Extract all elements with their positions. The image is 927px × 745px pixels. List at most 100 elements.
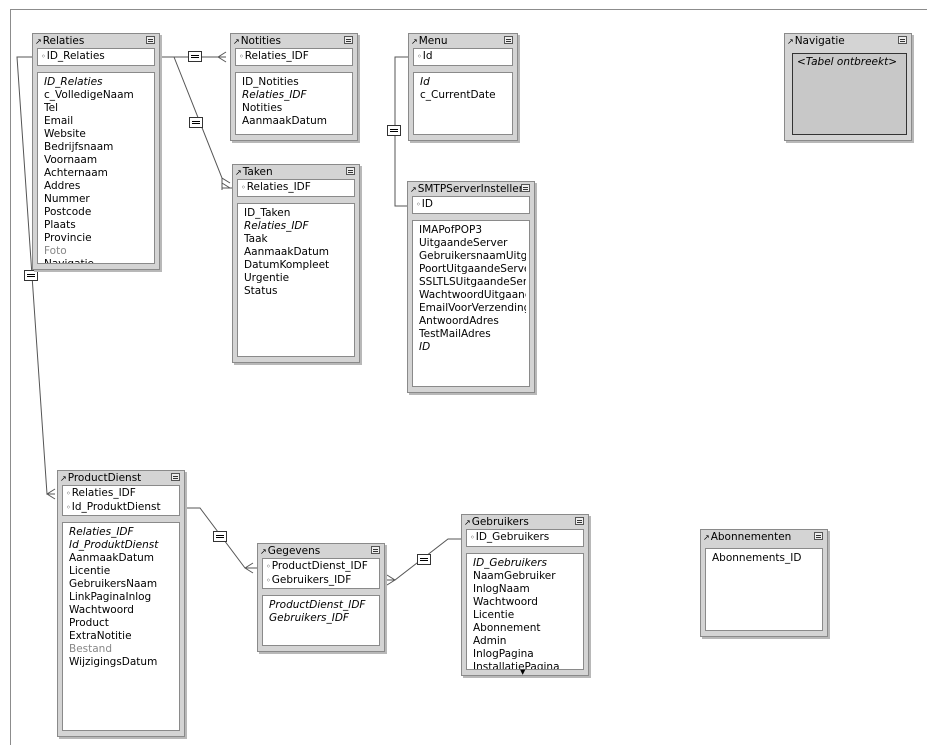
field-row[interactable]: Nummer [44,193,90,205]
table-gebruikers[interactable]: ↗GebruikersID_GebruikersID_GebruikersNaa… [461,514,589,676]
field-row[interactable]: Postcode [44,206,92,218]
field-row[interactable]: Provincie [44,232,92,244]
relationship-operator-equals[interactable] [417,554,431,565]
relationship-operator-equals[interactable] [387,125,401,136]
table-smtpserverinstellen[interactable]: ↗SMTPServerInstellenID IMAPofPOP3Uitgaand… [407,181,535,393]
field-row[interactable]: Website [44,128,86,140]
key-field[interactable]: ID_Gebruikers [470,531,580,545]
table-menu-icon[interactable] [575,517,584,525]
field-row[interactable]: ProductDienst_IDF [269,599,366,611]
table-menu-icon[interactable] [898,36,907,44]
field-row[interactable]: Abonnement [473,622,541,634]
field-row[interactable]: Licentie [69,565,111,577]
table-productdienst[interactable]: ↗ProductDienstRelaties_IDFId_ProduktDien… [57,470,185,737]
field-row[interactable]: ID_Notities [242,76,299,88]
relationship-operator-equals[interactable] [188,51,202,62]
field-row[interactable]: ID_Gebruikers [473,557,547,569]
table-menu-icon[interactable] [521,184,530,192]
field-row[interactable]: Relaties_IDF [242,89,307,101]
table-menu-icon[interactable] [814,532,823,540]
field-row[interactable]: Achternaam [44,167,108,179]
field-row[interactable]: Relaties_IDF [69,526,134,538]
key-field[interactable]: Relaties_IDF [239,50,349,64]
table-menu-icon[interactable] [371,546,380,554]
field-row[interactable]: Plaats [44,219,76,231]
key-field[interactable]: Id [417,50,509,64]
field-row[interactable]: Abonnements_ID [712,552,802,564]
field-row[interactable]: GebruikersNaam [69,578,158,590]
field-list[interactable]: Abonnements_ID [705,548,823,631]
field-row[interactable]: Id [420,76,430,88]
field-row[interactable]: Wachtwoord [473,596,538,608]
field-row[interactable]: Wachtwoord [69,604,134,616]
field-row[interactable]: Navigatie [44,258,95,264]
scroll-down-icon[interactable]: ▼ [520,668,526,676]
table-notities[interactable]: ↗NotitiesRelaties_IDFID_NotitiesRelaties… [230,33,358,141]
field-row[interactable]: Product [69,617,109,629]
table-title-bar[interactable]: ↗Taken [233,165,359,179]
field-row[interactable]: Admin [473,635,507,647]
table-menu-icon[interactable] [344,36,353,44]
table-relaties[interactable]: ↗RelatiesID_RelatiesID_Relatiesc_Volledi… [32,33,160,270]
field-row[interactable]: LinkPaginaInlog [69,591,152,603]
field-row[interactable]: c_CurrentDate [420,89,496,101]
field-row[interactable]: AanmaakDatum [69,552,154,564]
relationship-operator-equals[interactable] [24,270,38,281]
field-row[interactable]: AntwoordAdres [419,315,499,327]
table-title-bar[interactable]: ↗Abonnementen [701,530,827,544]
table-title-bar[interactable]: ↗SMTPServerInstellen [408,182,534,196]
key-field[interactable]: ID [416,198,526,212]
field-row[interactable]: Foto [44,245,67,257]
key-field[interactable]: ID_Relaties [41,50,151,64]
field-row[interactable]: Status [244,285,278,297]
table-menu-icon[interactable] [146,36,155,44]
table-title-bar[interactable]: ↗Navigatie [785,34,911,48]
field-row[interactable]: WijzigingsDatum [69,656,158,668]
field-row[interactable]: InlogPagina [473,648,534,660]
field-row[interactable]: Voornaam [44,154,98,166]
key-field[interactable]: Id_ProduktDienst [66,501,176,515]
table-menu[interactable]: ↗MenuIdIdc_CurrentDate [408,33,518,141]
relationship-operator-equals[interactable] [189,117,203,128]
field-row[interactable]: Gebruikers_IDF [269,612,349,624]
field-row[interactable]: IMAPofPOP3 [419,224,483,236]
field-row[interactable]: InstallatiePagina [473,661,560,670]
key-field[interactable]: Relaties_IDF [66,487,176,501]
table-title-bar[interactable]: ↗Notities [231,34,357,48]
field-row[interactable]: ID_Taken [244,207,291,219]
field-row[interactable]: AanmaakDatum [242,115,327,127]
table-title-bar[interactable]: ↗Relaties [33,34,159,48]
table-title-bar[interactable]: ↗Menu [409,34,517,48]
field-row[interactable]: PoortUitgaandeServer [419,263,526,275]
table-title-bar[interactable]: ↗Gebruikers [462,515,588,529]
table-gegevens[interactable]: ↗GegevensProductDienst_IDFGebruikers_IDF… [257,543,385,652]
field-row[interactable]: Urgentie [244,272,290,284]
table-title-bar[interactable]: ↗Gegevens [258,544,384,558]
field-row[interactable]: DatumKompleet [244,259,330,271]
key-field[interactable]: Gebruikers_IDF [266,574,376,588]
field-row[interactable]: Notities [242,102,283,114]
field-row[interactable]: Bedrijfsnaam [44,141,114,153]
key-field[interactable]: ProductDienst_IDF [266,560,376,574]
field-row[interactable]: NaamGebruiker [473,570,556,582]
table-menu-icon[interactable] [171,473,180,481]
table-navigatie[interactable]: ↗Navigatie<Tabel ontbreekt> [784,33,912,141]
key-field[interactable]: Relaties_IDF [241,181,351,195]
field-row[interactable]: Licentie [473,609,515,621]
field-row[interactable]: Relaties_IDF [244,220,309,232]
field-row[interactable]: Email [44,115,74,127]
field-row[interactable]: Tel [44,102,59,114]
table-title-bar[interactable]: ↗ProductDienst [58,471,184,485]
field-row[interactable]: GebruikersnaamUitgaandeServer [419,250,526,262]
field-row[interactable]: Addres [44,180,81,192]
